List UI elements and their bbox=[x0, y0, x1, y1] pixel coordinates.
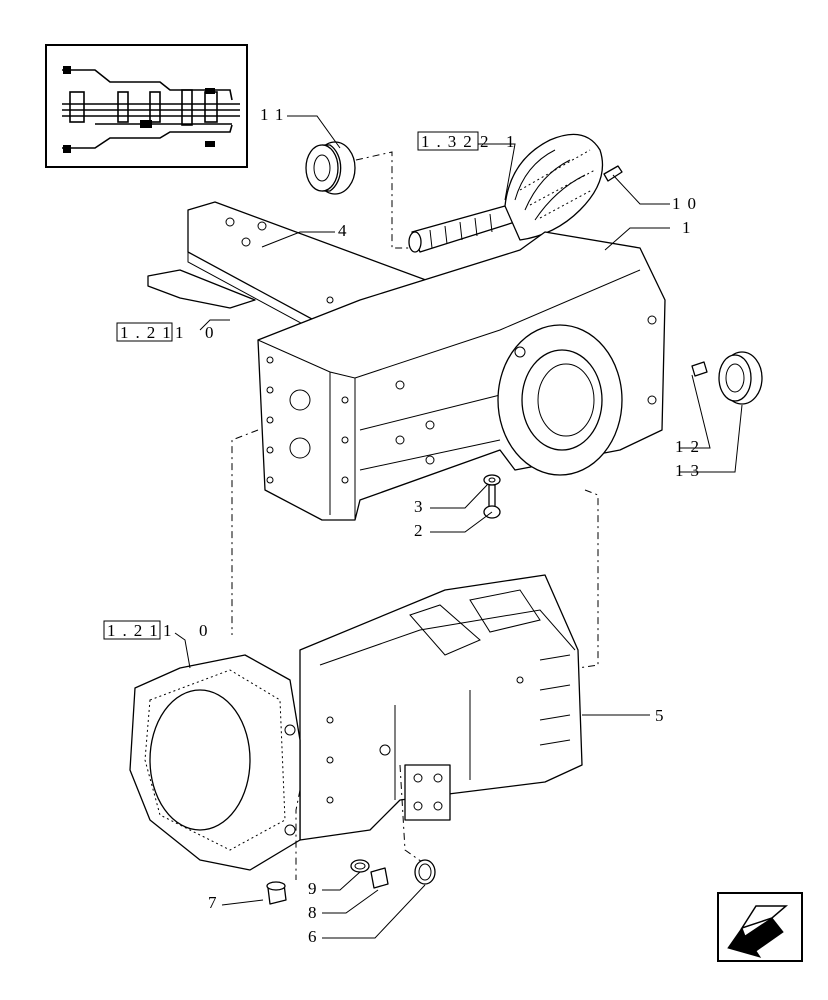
washer-part-3[interactable] bbox=[483, 474, 501, 486]
bushing-part-7[interactable] bbox=[266, 881, 287, 905]
callout-10: 10 bbox=[672, 194, 703, 213]
bearing-part[interactable] bbox=[305, 141, 356, 195]
callout-9: 9 bbox=[308, 879, 324, 898]
plug-part-8[interactable] bbox=[370, 867, 389, 889]
transmission-housing-part[interactable] bbox=[299, 574, 583, 841]
callout-6: 6 bbox=[308, 927, 324, 946]
bevel-gear-pinion-part[interactable] bbox=[408, 133, 604, 253]
callout-8: 8 bbox=[308, 903, 324, 922]
reference-1-21-bottom-label: 1.21 bbox=[107, 621, 165, 640]
callout-12: 12 bbox=[675, 437, 706, 456]
callout-5: 5 bbox=[655, 706, 671, 725]
reference-plate-part[interactable] bbox=[147, 269, 256, 309]
callout-1-21-bottom-suffix: 1 bbox=[163, 621, 179, 640]
reference-1-21-bottom[interactable]: 1.21 bbox=[103, 620, 165, 640]
thumbnail-section-view[interactable] bbox=[45, 44, 248, 168]
reference-1-21-top-label: 1.21 bbox=[120, 323, 178, 342]
callout-2-ref: 2 bbox=[480, 132, 496, 151]
callouts: 2 1 11 10 1 4 1 0 12 13 3 2 1 0 5 7 9 8 … bbox=[163, 105, 706, 946]
rear-housing-part[interactable] bbox=[257, 231, 666, 521]
callout-1-gear: 1 bbox=[506, 132, 522, 151]
reference-1-21-top[interactable]: 1.21 bbox=[116, 322, 178, 342]
reference-1-32-label: 1.32 bbox=[421, 132, 479, 151]
callout-1-case: 1 bbox=[682, 218, 698, 237]
oring-part-9[interactable] bbox=[350, 859, 370, 873]
callout-4: 4 bbox=[338, 221, 354, 240]
callout-0-top: 0 bbox=[205, 323, 221, 342]
cap-part-6[interactable] bbox=[414, 859, 436, 885]
callout-2: 2 bbox=[414, 521, 430, 540]
bell-housing-part[interactable] bbox=[129, 654, 301, 871]
callout-1-21-top-suffix: 1 bbox=[175, 323, 191, 342]
plug-part-10[interactable] bbox=[603, 165, 623, 182]
callout-11: 11 bbox=[260, 105, 290, 124]
reference-1-32[interactable]: 1.32 bbox=[417, 131, 479, 151]
screw-part-2[interactable] bbox=[483, 484, 501, 519]
callout-3: 3 bbox=[414, 497, 430, 516]
callout-13: 13 bbox=[675, 461, 706, 480]
callout-0-bottom: 0 bbox=[199, 621, 215, 640]
callout-7: 7 bbox=[208, 893, 224, 912]
arrow-down-left-icon[interactable] bbox=[717, 892, 803, 962]
bearing-part-13[interactable] bbox=[718, 351, 763, 405]
plug-part-12[interactable] bbox=[691, 361, 708, 377]
leader-lines bbox=[174, 115, 743, 939]
